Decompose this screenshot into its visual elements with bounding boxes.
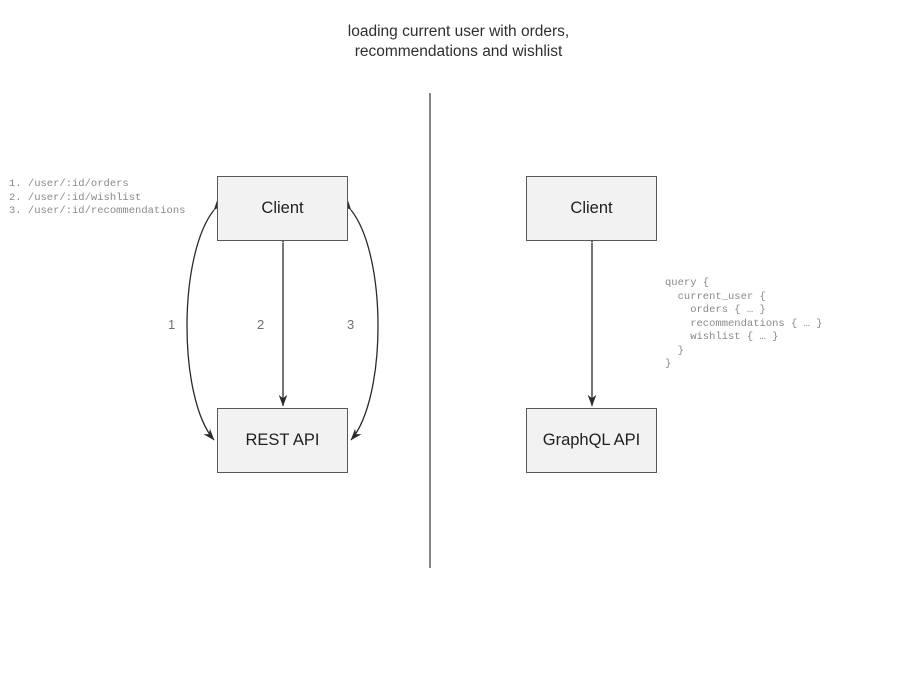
page-title: loading current user with orders, recomm… <box>347 23 570 60</box>
graphql-query-block: query { current_user { orders { … } reco… <box>665 277 823 370</box>
rest-endpoints-list: 1. /user/:id/orders 2. /user/:id/wishlis… <box>9 178 186 217</box>
edge-label-3: 3 <box>347 317 355 332</box>
edge-1-curve-left <box>186 198 225 441</box>
edge-label-2: 2 <box>257 317 265 332</box>
edge-3-curve-right <box>340 198 379 441</box>
edge-label-1: 1 <box>168 317 176 332</box>
node-rest-api[interactable]: REST API <box>217 408 348 473</box>
node-client-rest[interactable]: Client <box>217 176 348 241</box>
node-client-graphql[interactable]: Client <box>526 176 657 241</box>
node-graphql-api[interactable]: GraphQL API <box>526 408 657 473</box>
